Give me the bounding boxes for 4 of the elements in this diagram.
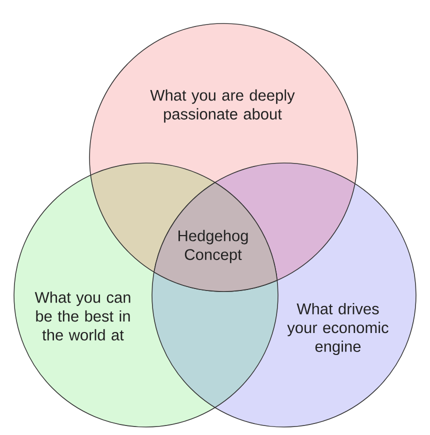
circle-label: What you are deeply passionate about xyxy=(150,89,295,123)
overlap-label: Hedgehog Concept xyxy=(178,230,248,264)
circle-label: What drives your economic engine xyxy=(287,302,388,356)
circle-label: What you can be the best in the world at xyxy=(34,292,130,340)
